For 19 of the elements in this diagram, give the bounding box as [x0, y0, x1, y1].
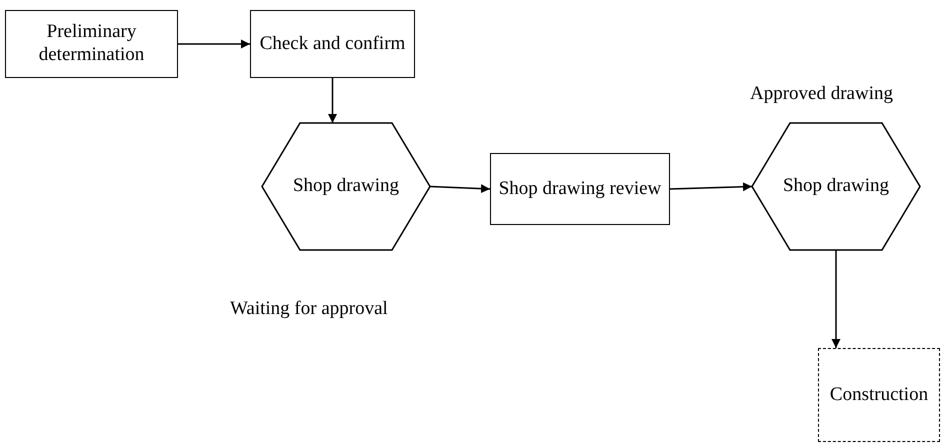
node-label: Shop drawing review: [498, 178, 662, 200]
node-label: Shop drawing: [292, 175, 400, 198]
hexagon-node: [752, 123, 920, 250]
node-label: Construction: [828, 384, 930, 406]
arrow: [178, 40, 250, 48]
node-label: Check and confirm: [258, 32, 406, 56]
arrow: [328, 78, 337, 123]
dashed-box: [818, 348, 940, 442]
arrow: [670, 182, 752, 192]
hexagon-node: [262, 123, 430, 250]
process-box: [250, 10, 415, 78]
process-box: [5, 10, 178, 78]
node-caption: Waiting for approval: [230, 298, 388, 320]
node-caption: Approved drawing: [750, 83, 893, 105]
arrow: [430, 184, 490, 194]
node-label: Preliminary determination: [38, 21, 146, 67]
process-box: [490, 153, 670, 225]
arrow: [832, 250, 840, 348]
node-label: Shop drawing: [782, 175, 890, 198]
